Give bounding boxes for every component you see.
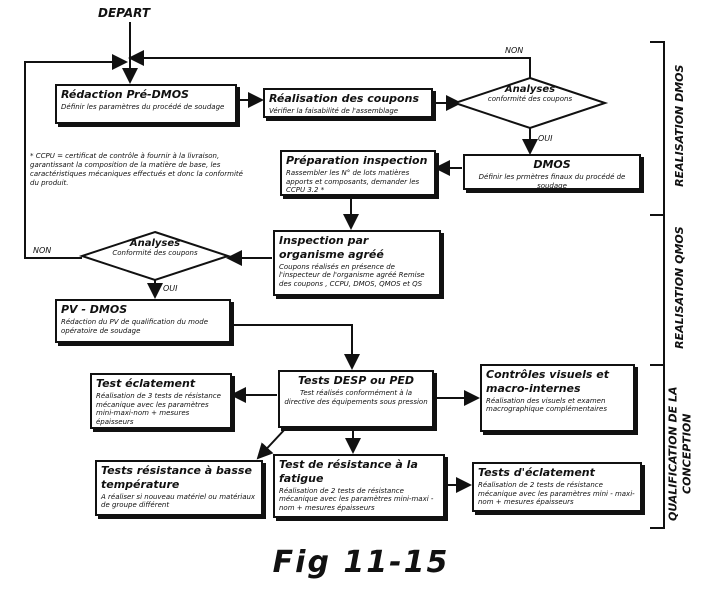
box-title: Tests DESP ou PED <box>297 374 415 387</box>
box-controles-visuels: Contrôles visuels et macro-internes Réal… <box>480 364 635 432</box>
box-realisation-coupons: Réalisation des coupons Vérifier la fais… <box>263 88 433 118</box>
decision-diamond-1 <box>451 76 609 130</box>
box-desc: Réalisation des visuels et examen macrog… <box>486 396 607 414</box>
decision-desc: conformité des coupons <box>487 95 573 103</box>
box-dmos: DMOS Définir les prmètres finaux du proc… <box>463 154 641 190</box>
edge-label-oui-1: OUI <box>538 134 553 143</box>
box-title: Préparation inspection <box>286 154 428 167</box>
box-desc: Vérifier la faisabilité de l'assemblage <box>269 106 399 115</box>
box-desc: Définir les paramètres du procédé de sou… <box>61 102 225 111</box>
box-tests-desp-ped: Tests DESP ou PED Test réalisés conformé… <box>278 370 434 428</box>
box-desc: Réalisation de 2 tests de résistance méc… <box>478 480 635 507</box>
decision-title: Analyses <box>504 84 556 95</box>
decision-title: Analyses <box>129 238 181 249</box>
box-desc: Réalisation de 3 tests de résistance méc… <box>96 391 221 426</box>
figure-caption: Fig 11-15 <box>272 545 450 580</box>
box-title: Tests d'éclatement <box>478 466 595 479</box>
decision-analyses-2: Analyses Conformité des coupons <box>105 238 205 257</box>
box-inspection-organisme: Inspection par organisme agréé Coupons r… <box>273 230 441 296</box>
box-title: Test éclatement <box>96 377 196 390</box>
box-desc: Coupons réalisés en présence de l'inspec… <box>279 262 425 289</box>
section-label-qualification-conception: QUALIFICATION DE LA CONCEPTION <box>666 386 693 522</box>
box-redaction-pre-dmos: Rédaction Pré-DMOS Définir les paramètre… <box>55 84 237 124</box>
box-title: PV - DMOS <box>61 303 128 316</box>
section-label-realisation-qmos: REALISATION QMOS <box>673 226 687 349</box>
box-tests-eclatement-2: Tests d'éclatement Réalisation de 2 test… <box>472 462 642 512</box>
edge-label-oui-2: OUI <box>163 284 178 293</box>
box-title: Test de résistance à la fatigue <box>279 458 418 485</box>
decision-analyses-1: Analyses conformité des coupons <box>475 84 585 103</box>
box-desc: Test réalisés conformément à la directiv… <box>284 388 428 406</box>
start-label: DEPART <box>98 6 151 20</box>
box-desc: A réaliser si nouveau matériel ou matéri… <box>101 492 256 510</box>
box-title: DMOS <box>533 158 571 171</box>
decision-diamond-2 <box>78 230 232 282</box>
box-title: Réalisation des coupons <box>269 92 419 105</box>
decision-desc: Conformité des coupons <box>112 249 198 257</box>
section-label-realisation-dmos: REALISATION DMOS <box>673 64 687 187</box>
edge-label-non-top: NON <box>505 46 524 55</box>
footnote-ccpu: * CCPU = certificat de contrôle à fourni… <box>30 152 243 188</box>
box-pv-dmos: PV - DMOS Rédaction du PV de qualificati… <box>55 299 231 343</box>
box-title: Rédaction Pré-DMOS <box>61 88 189 101</box>
box-title: Inspection par organisme agréé <box>279 234 384 261</box>
box-title: Tests résistance à basse température <box>101 464 252 491</box>
box-desc: Rassembler les N° de lots matières appor… <box>286 168 420 195</box>
box-test-fatigue: Test de résistance à la fatigue Réalisat… <box>273 454 445 518</box>
box-tests-basse-temperature: Tests résistance à basse température A r… <box>95 460 263 516</box>
box-desc: Rédaction du PV de qualification du mode… <box>61 317 209 335</box>
box-desc: Réalisation de 2 tests de résistance méc… <box>279 486 434 513</box>
box-test-eclatement: Test éclatement Réalisation de 3 tests d… <box>90 373 232 429</box>
box-title: Contrôles visuels et macro-internes <box>486 368 609 395</box>
edge-label-non-left: NON <box>33 246 52 255</box>
box-preparation-inspection: Préparation inspection Rassembler les N°… <box>280 150 436 196</box>
box-desc: Définir les prmètres finaux du procédé d… <box>478 172 626 190</box>
